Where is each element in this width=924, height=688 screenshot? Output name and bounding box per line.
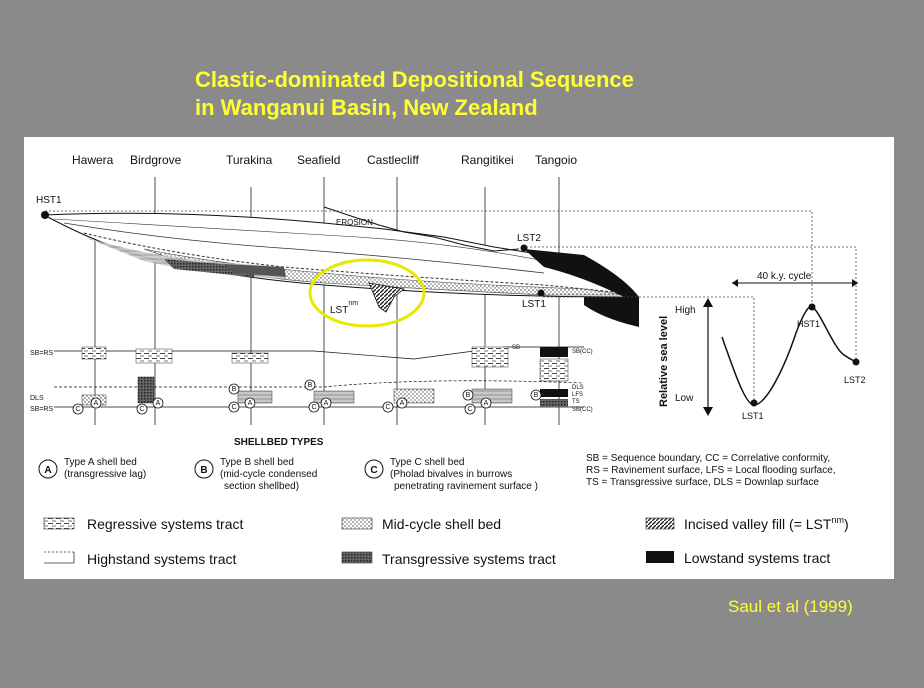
locality-turakina: Turakina [226,153,273,167]
shellbed-heading: SHELLBED TYPES [234,437,324,448]
lfs-label: LFS [572,392,583,398]
svg-text:C: C [311,404,316,411]
relative-sea-level-label: Relative sea level [658,316,670,407]
sequence-diagram: Hawera Birdgrove Turakina Seafield Castl… [30,153,866,567]
sb-rs-top-label: SB=RS [30,350,53,357]
title-line-1: Clastic-dominated Depositional Sequence [195,67,634,92]
legend-item-mid-cycle: Mid-cycle shell bed [341,516,501,532]
curve-lst2-label: LST2 [844,375,866,385]
svg-text:B: B [232,386,237,393]
sb-cc-top-label: SB(CC) [572,349,593,355]
column-profiles: SB=RS DLS SB=RS SB SB(CC) DLS LFS TS SB(… [30,345,593,415]
lst-nm-label: LSTnm [330,300,358,316]
legend-regressive-label: Regressive systems tract [87,516,243,532]
svg-text:C: C [139,406,144,413]
locality-labels: Hawera Birdgrove Turakina Seafield Castl… [72,153,577,167]
svg-text:A: A [484,400,489,407]
title-line-2: in Wanganui Basin, New Zealand [195,95,538,120]
high-label: High [675,305,696,316]
ts-label: TS [572,399,580,405]
svg-text:A: A [156,400,161,407]
shellbed-types: SHELLBED TYPES A Type A shell bed (trans… [38,437,538,492]
legend: Regressive systems tract Highstand syste… [43,515,849,567]
shellbed-a-line2: (transgressive lag) [64,469,146,480]
shellbed-b-badge: B [200,465,207,476]
sb-cc-bottom-label: SB(CC) [572,407,593,413]
shellbed-c-line1: Type C shell bed [390,457,465,468]
locality-rangitikei: Rangitikei [461,153,514,167]
svg-text:C: C [231,404,236,411]
cross-section: HST1 EROSION LST2 LST1 LSTnm [36,195,639,327]
erosion-label: EROSION [336,218,373,227]
curve-lst1-label: LST1 [742,411,764,421]
lst2-label: LST2 [517,233,541,244]
dls-label: DLS [30,395,44,402]
legend-incised-valley-label: Incised valley fill (= LSTnm) [684,515,849,532]
shellbed-c-line3: penetrating ravinement surface ) [394,481,538,492]
sea-level-curve: 40 k.y. cycle Relative sea level High Lo… [658,271,866,421]
shellbed-a-line1: Type A shell bed [64,457,137,468]
curve-hst1-label: HST1 [797,319,820,329]
locality-hawera: Hawera [72,153,114,167]
legend-transgressive-label: Transgressive systems tract [382,551,556,567]
sb-rs-bottom-label: SB=RS [30,406,53,413]
svg-text:A: A [94,400,99,407]
svg-text:C: C [385,404,390,411]
dls-right-label: DLS [572,385,584,391]
abbreviations: SB = Sequence boundary, CC = Correlative… [586,453,836,488]
svg-text:B: B [308,382,313,389]
svg-text:B: B [534,392,539,399]
svg-text:C: C [467,406,472,413]
cycle-label: 40 k.y. cycle [757,271,812,282]
shellbed-c-line2: (Pholad bivalves in burrows [390,469,512,480]
lst1-label: LST1 [522,299,546,310]
shellbed-a-badge: A [44,465,51,476]
source-credit: Saul et al (1999) [728,597,853,616]
legend-mid-cycle-label: Mid-cycle shell bed [382,516,501,532]
figure-panel: Hawera Birdgrove Turakina Seafield Castl… [24,137,894,579]
legend-lowstand-label: Lowstand systems tract [684,550,830,566]
slide-title: Clastic-dominated Depositional Sequence … [195,66,634,122]
shellbed-b-line2: (mid-cycle condensed [220,469,317,480]
locality-seafield: Seafield [297,153,340,167]
svg-text:A: A [400,400,405,407]
incised-valley-highlight [308,258,426,328]
abbrev-line-2: RS = Ravinement surface, LFS = Local flo… [586,465,836,476]
legend-item-regressive: Regressive systems tract [43,516,243,532]
shellbed-c-badge: C [370,465,377,476]
legend-item-lowstand: Lowstand systems tract [646,550,830,566]
legend-item-highstand: Highstand systems tract [44,551,236,567]
abbrev-line-3: TS = Transgressive surface, DLS = Downla… [586,477,819,488]
locality-castlecliff: Castlecliff [367,153,419,167]
locality-birdgrove: Birdgrove [130,153,182,167]
locality-tangoio: Tangoio [535,153,577,167]
svg-text:B: B [466,392,471,399]
svg-text:A: A [248,400,253,407]
low-label: Low [675,393,694,404]
hst1-label: HST1 [36,195,62,206]
abbrev-line-1: SB = Sequence boundary, CC = Correlative… [586,453,830,464]
sb-label: SB [512,345,520,351]
svg-text:A: A [324,400,329,407]
shellbed-b-line3: section shellbed) [224,481,299,492]
connector-lines [45,210,857,402]
shellbed-b-line1: Type B shell bed [220,457,294,468]
shell-markers: C A C A B C A B C A C A B C A B [72,379,542,415]
legend-highstand-label: Highstand systems tract [87,551,236,567]
legend-item-incised-valley: Incised valley fill (= LSTnm) [645,515,849,532]
svg-text:C: C [75,406,80,413]
legend-item-transgressive: Transgressive systems tract [341,551,556,567]
